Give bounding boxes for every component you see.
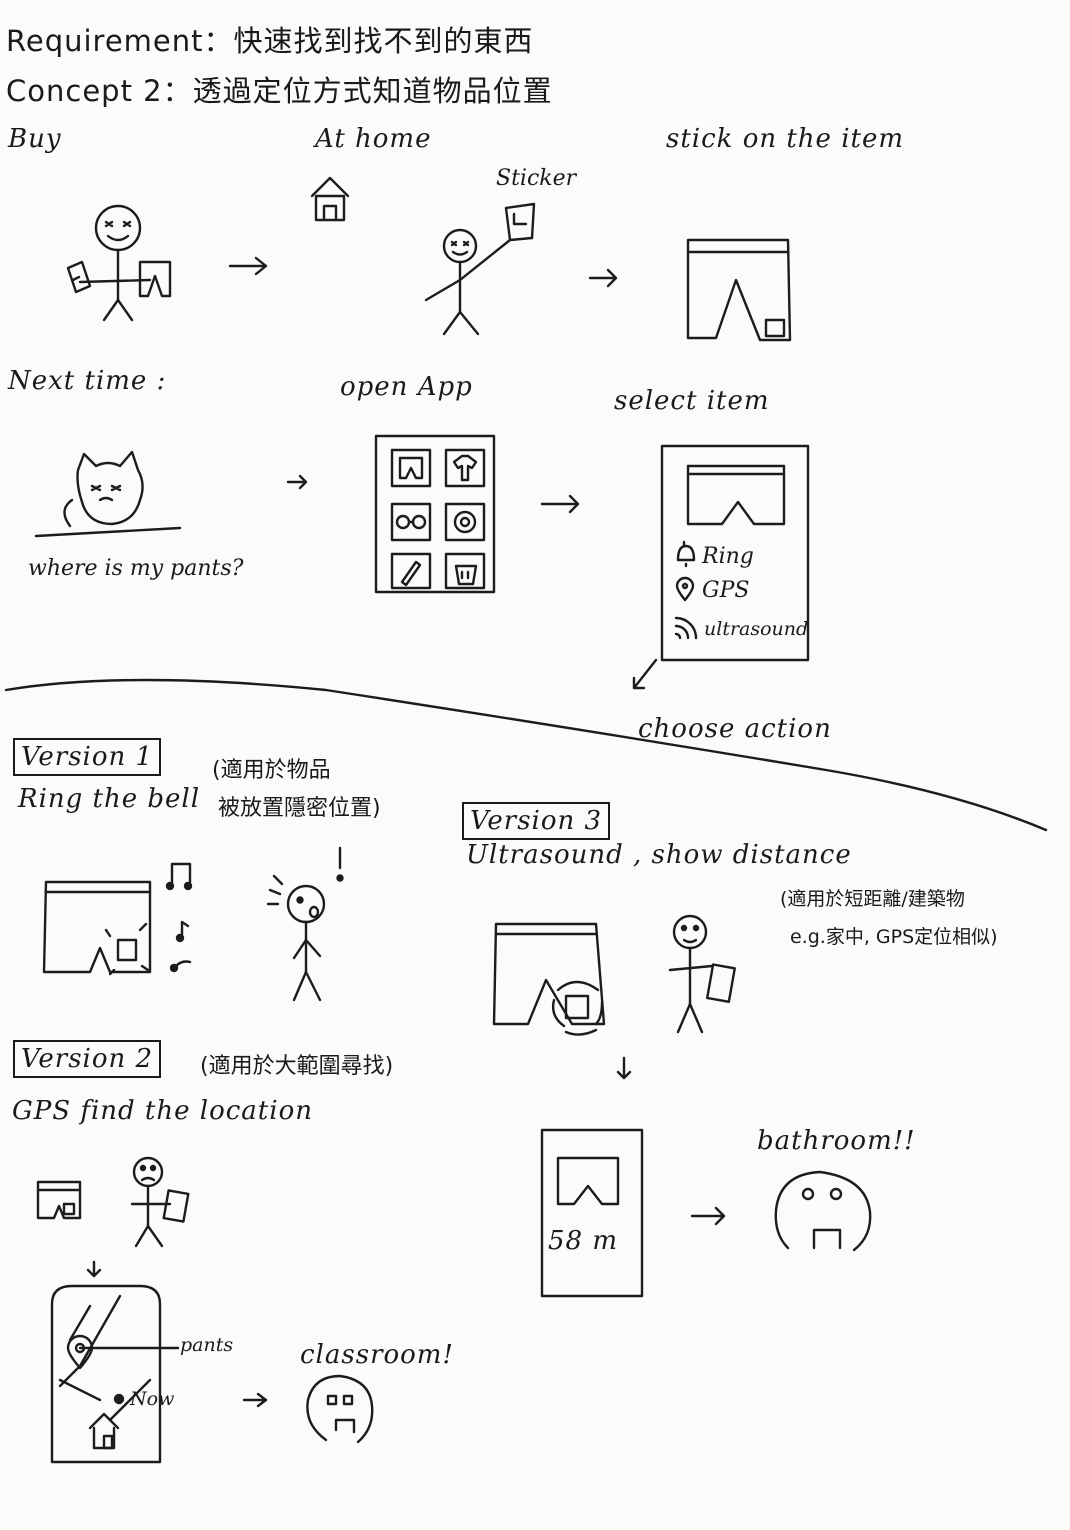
map-pin-icon[interactable] bbox=[675, 576, 695, 602]
cup-icon[interactable] bbox=[454, 564, 478, 586]
arrow-4 bbox=[540, 494, 580, 514]
person-with-phone bbox=[130, 1156, 190, 1248]
map-label-now: Now bbox=[130, 1388, 175, 1410]
pants-ultrasound bbox=[492, 922, 606, 1036]
version2-note: (適用於大範圍尋找) bbox=[200, 1054, 394, 1079]
option-gps-label[interactable]: GPS bbox=[702, 578, 750, 603]
sticker-label: Sticker bbox=[496, 166, 577, 191]
step-open-app-label: open App bbox=[340, 372, 473, 402]
version3-note-line2: e.g.家中, GPS定位相似) bbox=[790, 926, 998, 948]
version2-tag: Version 2 bbox=[13, 1040, 162, 1078]
concept-heading: Concept 2：透過定位方式知道物品位置 bbox=[6, 74, 553, 108]
buyer-figure bbox=[78, 204, 152, 322]
sticker-icon bbox=[504, 202, 536, 242]
phone-icon bbox=[540, 1128, 644, 1298]
arrow-2 bbox=[588, 268, 618, 288]
version1-title: Ring the bell bbox=[18, 784, 201, 814]
person-with-phone bbox=[668, 914, 736, 1034]
arrow-8 bbox=[616, 1056, 632, 1080]
section-divider bbox=[4, 678, 1048, 832]
distance-readout: 58 m bbox=[548, 1226, 619, 1256]
step-next-time-label: Next time : bbox=[8, 366, 167, 396]
step-at-home-label: At home bbox=[315, 124, 432, 154]
arrow-6 bbox=[86, 1260, 102, 1278]
house-icon bbox=[310, 176, 350, 222]
choose-action-label: choose action bbox=[638, 714, 832, 744]
pen-icon[interactable] bbox=[400, 560, 422, 587]
pants-with-sticker bbox=[686, 238, 792, 342]
phone-app-grid[interactable] bbox=[374, 434, 496, 594]
select-item-screen bbox=[660, 444, 810, 662]
pants-small bbox=[36, 1180, 82, 1220]
music-note-icon bbox=[165, 862, 193, 973]
bathroom-face bbox=[774, 1170, 872, 1252]
question-caption: where is my pants? bbox=[28, 556, 244, 581]
version1-tag: Version 1 bbox=[13, 738, 162, 776]
version2-title: GPS find the location bbox=[12, 1096, 313, 1126]
arrow-7 bbox=[242, 1392, 268, 1408]
pants-ringing bbox=[42, 880, 152, 976]
arrow-3 bbox=[286, 474, 308, 490]
cat-figure bbox=[34, 450, 182, 538]
version3-result: bathroom!! bbox=[757, 1126, 916, 1156]
surprised-person bbox=[266, 846, 344, 1002]
watch-icon[interactable] bbox=[453, 510, 477, 534]
pants-icon[interactable] bbox=[398, 456, 424, 480]
option-ultrasound-label[interactable]: ultrasound bbox=[704, 618, 809, 640]
bell-icon[interactable] bbox=[676, 540, 696, 568]
person-with-sticker bbox=[424, 228, 512, 336]
shirt-icon[interactable] bbox=[452, 454, 478, 482]
version1-note-line2: 被放置隱密位置) bbox=[218, 796, 381, 821]
map-screen bbox=[50, 1284, 180, 1464]
step-buy-label: Buy bbox=[8, 124, 62, 154]
sticker-icon bbox=[66, 260, 92, 294]
classroom-face bbox=[306, 1374, 374, 1444]
option-ring-label[interactable]: Ring bbox=[702, 544, 754, 569]
requirement-heading: Requirement：快速找到找不到的東西 bbox=[6, 24, 534, 58]
version3-title: Ultrasound , show distance bbox=[466, 840, 852, 870]
signal-icon[interactable] bbox=[674, 616, 698, 640]
arrow-5 bbox=[632, 658, 658, 690]
version3-tag: Version 3 bbox=[462, 802, 611, 840]
version1-note-line1: (適用於物品 bbox=[212, 758, 331, 783]
arrow-1 bbox=[228, 256, 268, 276]
glasses-icon[interactable] bbox=[395, 514, 427, 530]
step-select-item-label: select item bbox=[614, 386, 770, 416]
version2-result: classroom! bbox=[300, 1340, 454, 1370]
arrow-9 bbox=[690, 1206, 726, 1226]
step-stick-label: stick on the item bbox=[666, 124, 904, 154]
version3-note-line1: (適用於短距離/建築物 bbox=[780, 888, 965, 910]
map-label-pants: pants bbox=[180, 1334, 234, 1356]
pants-icon bbox=[138, 260, 172, 298]
